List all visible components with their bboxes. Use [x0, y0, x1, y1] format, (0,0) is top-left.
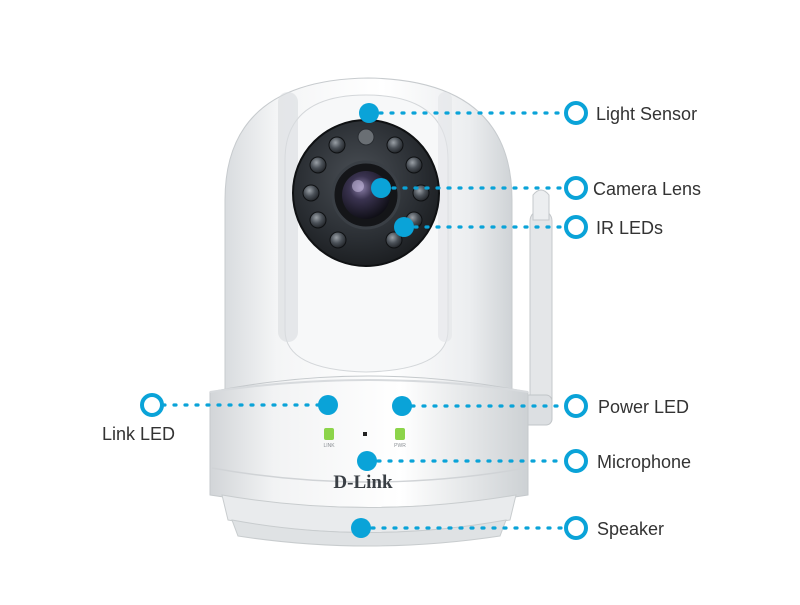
marker-camera-lens	[371, 178, 391, 198]
camera-body	[224, 77, 513, 391]
antenna	[521, 189, 553, 426]
link-device-label: LINK	[323, 443, 335, 449]
marker-light-sensor	[359, 103, 379, 123]
label-light-sensor: Light Sensor	[596, 104, 698, 124]
callout-rings	[140, 101, 588, 540]
link-led-light	[324, 428, 334, 440]
callout-lines	[161, 111, 567, 530]
marker-microphone	[357, 451, 377, 471]
brand-logo: D-Link	[333, 472, 393, 493]
microphone-hole	[363, 432, 367, 436]
power-device-label: PWR	[394, 443, 406, 449]
ring-microphone	[564, 449, 588, 473]
ring-link-led	[140, 393, 164, 417]
marker-ir-leds	[394, 217, 414, 237]
label-speaker: Speaker	[597, 519, 665, 539]
ring-light-sensor	[564, 101, 588, 125]
label-microphone: Microphone	[597, 452, 692, 472]
marker-speaker	[351, 518, 371, 538]
camera-base: LINK PWR D-Link	[209, 375, 529, 547]
power-led-light	[395, 428, 405, 440]
ring-power-led	[564, 394, 588, 418]
callout-markers	[318, 103, 414, 538]
label-link-led: Link LED	[102, 424, 176, 444]
ring-camera-lens	[564, 176, 588, 200]
marker-link-led	[318, 395, 338, 415]
marker-power-led	[392, 396, 412, 416]
label-ir-leds: IR LEDs	[596, 218, 664, 238]
ring-speaker	[564, 516, 588, 540]
label-camera-lens: Camera Lens	[593, 179, 702, 199]
label-power-led: Power LED	[598, 397, 690, 417]
ir-led-ring	[302, 136, 430, 249]
ring-ir-leds	[564, 215, 588, 239]
